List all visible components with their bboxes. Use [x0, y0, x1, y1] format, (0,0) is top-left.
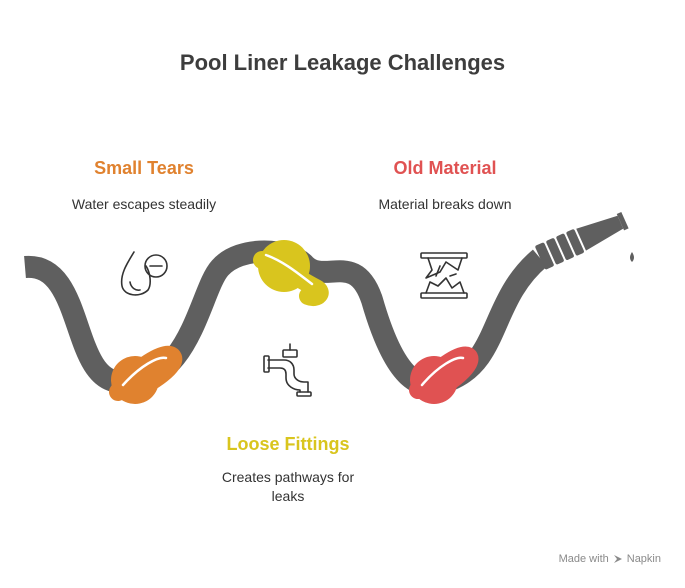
knot-small-tears: [109, 345, 183, 404]
pipe-fitting-icon: [263, 343, 312, 397]
napkin-brand: Napkin: [626, 553, 661, 565]
footer-attribution: Made with Napkin: [559, 553, 661, 565]
item-heading-old-material: Old Material: [393, 158, 497, 178]
water-drip: [630, 252, 634, 262]
item-heading-small-tears: Small Tears: [94, 158, 194, 178]
water-drop-minus-icon: [120, 251, 168, 296]
item-description-small-tears: Water escapes steadily: [71, 196, 217, 212]
item-heading-loose-fittings: Loose Fittings: [226, 434, 350, 454]
napkin-logo-icon: [613, 555, 622, 563]
crumbling-material-icon: [420, 252, 468, 299]
knot-loose-fittings: [253, 240, 329, 306]
diagram-title: Pool Liner Leakage Challenges: [179, 50, 506, 75]
item-description-old-material: Material breaks down: [378, 196, 512, 212]
item-description-loose-fittings: Creates pathways for leaks: [221, 469, 355, 504]
knot-old-material: [409, 346, 479, 404]
hose-nozzle: [535, 211, 629, 270]
made-with-label: Made with: [558, 553, 609, 565]
